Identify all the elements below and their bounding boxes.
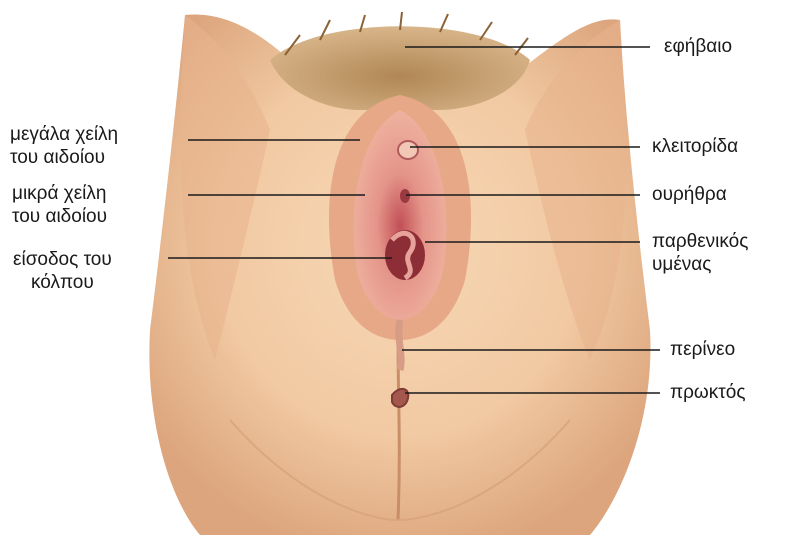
- label-perineum: περίνεο: [670, 338, 735, 361]
- label-clitoris: κλειτορίδα: [652, 135, 738, 158]
- urethra-shape: [400, 189, 410, 203]
- label-hymen-line2: υμένας: [652, 253, 748, 276]
- perineum-shape: [399, 320, 401, 370]
- label-labia-minora: μικρά χείλη του αιδοίου: [12, 182, 107, 228]
- label-labia-minora-line2: του αιδοίου: [12, 205, 107, 228]
- label-vaginal-opening-line2: κόλπου: [13, 271, 112, 294]
- label-vaginal-opening: είσοδος του κόλπου: [13, 248, 112, 294]
- label-pubis: εφήβαιο: [664, 35, 732, 58]
- anus-shape: [392, 389, 408, 407]
- label-urethra: ουρήθρα: [652, 183, 727, 206]
- label-labia-majora-line1: μεγάλα χείλη: [10, 123, 118, 146]
- label-hymen: παρθενικός υμένας: [652, 230, 748, 276]
- label-vaginal-opening-line1: είσοδος του: [13, 248, 112, 271]
- label-labia-minora-line1: μικρά χείλη: [12, 182, 107, 205]
- label-hymen-line1: παρθενικός: [652, 230, 748, 253]
- label-anus: πρωκτός: [670, 381, 745, 404]
- label-labia-majora-line2: του αιδοίου: [10, 146, 118, 169]
- label-labia-majora: μεγάλα χείλη του αιδοίου: [10, 123, 118, 169]
- clitoris-shape: [398, 141, 418, 159]
